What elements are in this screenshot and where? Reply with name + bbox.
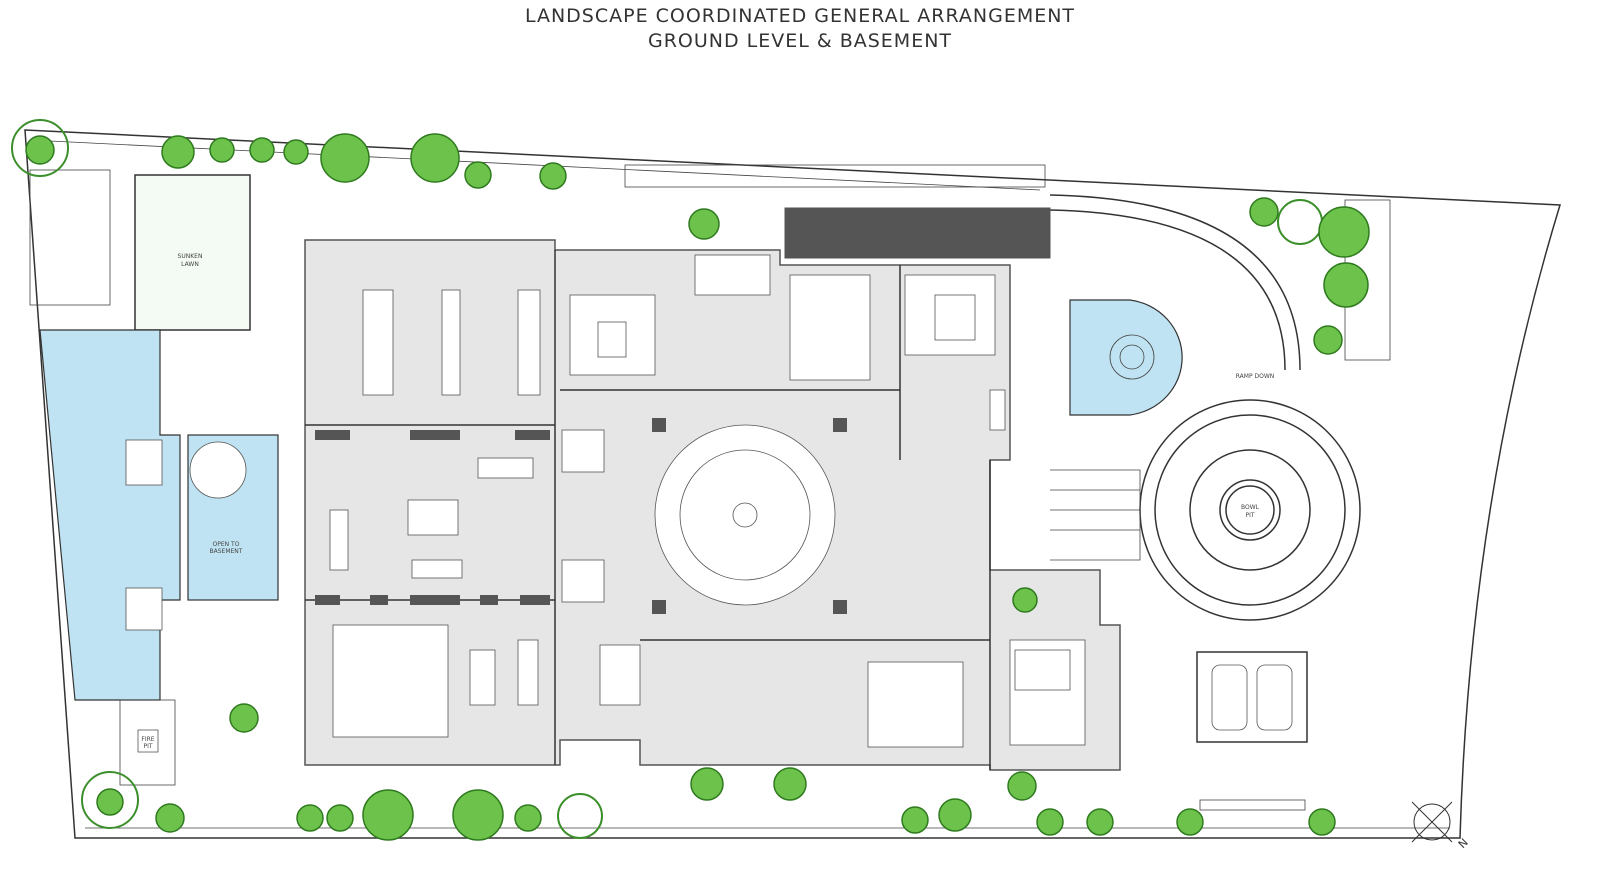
counter: [517, 639, 539, 706]
stair: [599, 644, 641, 706]
pool-platform: [125, 439, 163, 486]
open-to-basement-label-1: OPEN TO: [213, 541, 240, 548]
steps: [29, 169, 111, 306]
sunken-lawn-label-2: LAWN: [181, 261, 199, 268]
entry-steps: [1050, 469, 1141, 561]
pool-platform: [125, 587, 163, 631]
table: [469, 649, 496, 706]
fire-pit-label-2: PIT: [143, 743, 152, 750]
rug: [332, 624, 449, 738]
entry-pod: [561, 559, 605, 603]
coffee-table: [407, 499, 459, 536]
bedroom: [789, 274, 871, 381]
plan-title-line2: GROUND LEVEL & BASEMENT: [647, 30, 953, 52]
ramp-down-label: RAMP DOWN: [1236, 373, 1275, 380]
north-label: N: [1456, 836, 1471, 851]
trees: [11, 119, 1370, 841]
sunken-lawn-label-1: SUNKEN: [178, 253, 203, 260]
dining-table: [362, 289, 394, 396]
dining-table: [1014, 649, 1071, 691]
sofa: [329, 509, 349, 571]
spiral-stair: [189, 441, 247, 499]
plan-title-line1: LANDSCAPE COORDINATED GENERAL ARRANGEMEN…: [524, 5, 1076, 27]
sideboard: [517, 289, 541, 396]
open-to-basement-label-2: BASEMENT: [210, 548, 243, 555]
bowl-pit: [1225, 485, 1275, 535]
fire-pit: [137, 729, 159, 753]
fire-pit-label-1: FIRE: [141, 736, 154, 743]
bed: [934, 294, 976, 341]
car: [1211, 664, 1248, 731]
fire-pit-area: [119, 699, 176, 786]
sunken-lawn: [134, 174, 251, 331]
media-room: [867, 661, 964, 748]
bathtub: [989, 389, 1006, 431]
garage: [1196, 651, 1308, 743]
driveway-strip: [624, 164, 1046, 188]
bowl-pit-label-2: PIT: [1245, 512, 1254, 519]
sofa: [477, 457, 534, 479]
shelf-unit: [441, 289, 461, 396]
car: [1256, 664, 1293, 731]
columns: [315, 418, 847, 614]
kitchen-island: [597, 321, 627, 358]
centre-table: [732, 502, 758, 528]
fountain-pool: [1069, 299, 1183, 416]
bowl-pit-label-1: BOWL: [1241, 504, 1260, 511]
stair: [694, 254, 771, 296]
sofa: [411, 559, 463, 579]
entry-pod: [561, 429, 605, 473]
north-arrow-icon: [1411, 801, 1453, 843]
ramp-curve: [1049, 194, 1301, 371]
carport-roof: [784, 207, 1051, 259]
site-boundary: [24, 129, 1561, 839]
